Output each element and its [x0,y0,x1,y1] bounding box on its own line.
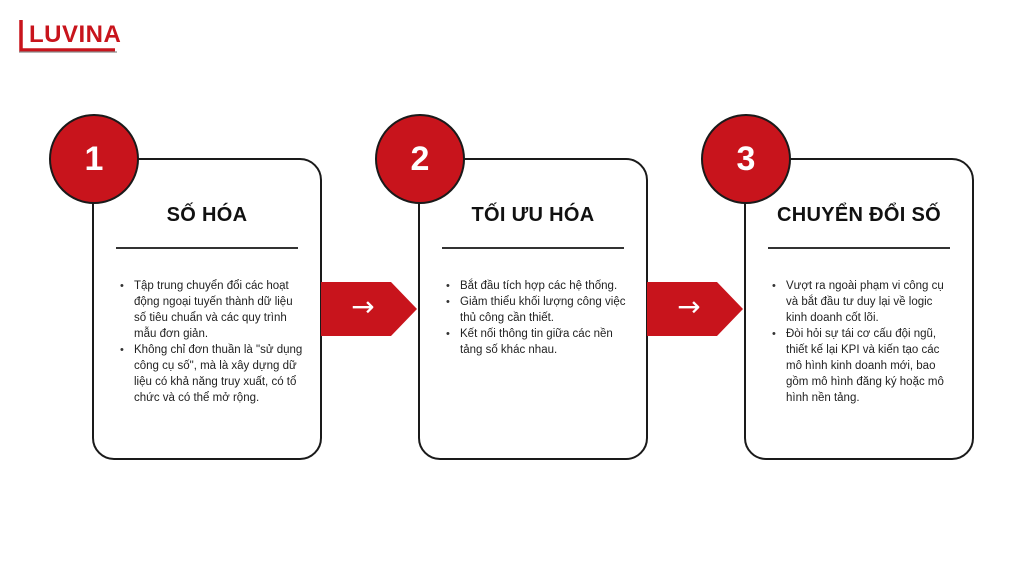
right-arrow-icon: → [351,290,375,323]
flow-arrow-1: → [321,282,419,336]
logo-text: LUVINA [29,21,122,48]
title-divider [442,247,624,249]
bullet-item: Tập trung chuyển đổi các hoạt động ngoại… [116,278,304,342]
bullet-item: Đòi hỏi sự tái cơ cấu đội ngũ, thiết kế … [768,326,956,406]
step-bullets-3: Vượt ra ngoài phạm vi công cụ và bắt đầu… [768,278,956,406]
step-card-3: CHUYỂN ĐỔI SỐ Vượt ra ngoài phạm vi công… [744,158,974,460]
bullet-item: Giảm thiểu khối lượng công việc thủ công… [442,294,630,326]
bullet-item: Không chỉ đơn thuần là "sử dụng công cụ … [116,342,304,406]
flow-arrow-2: → [647,282,745,336]
step-bullets-2: Bắt đầu tích hợp các hệ thống. Giảm thiể… [442,278,630,358]
luvina-logo: LUVINA [15,16,121,56]
step-number-1: 1 [49,114,139,204]
step-title-3: CHUYỂN ĐỔI SỐ [777,204,941,226]
arrow-shape-icon [647,282,743,336]
step-bullets-1: Tập trung chuyển đổi các hoạt động ngoại… [116,278,304,406]
step-number-2: 2 [375,114,465,204]
right-arrow-icon: → [677,290,701,323]
step-title-2: TỐI ƯU HÓA [471,204,595,226]
logo-bracket-icon [19,20,117,53]
bullet-item: Bắt đầu tích hợp các hệ thống. [442,278,630,294]
arrow-shape-icon [321,282,417,336]
step-number-3: 3 [701,114,791,204]
step-card-2: TỐI ƯU HÓA Bắt đầu tích hợp các hệ thống… [418,158,648,460]
step-title-1: SỐ HÓA [166,204,248,226]
bullet-item: Vượt ra ngoài phạm vi công cụ và bắt đầu… [768,278,956,326]
bullet-item: Kết nối thông tin giữa các nền tảng số k… [442,326,630,358]
title-divider [116,247,298,249]
step-card-1: SỐ HÓA Tập trung chuyển đổi các hoạt độn… [92,158,322,460]
title-divider [768,247,950,249]
